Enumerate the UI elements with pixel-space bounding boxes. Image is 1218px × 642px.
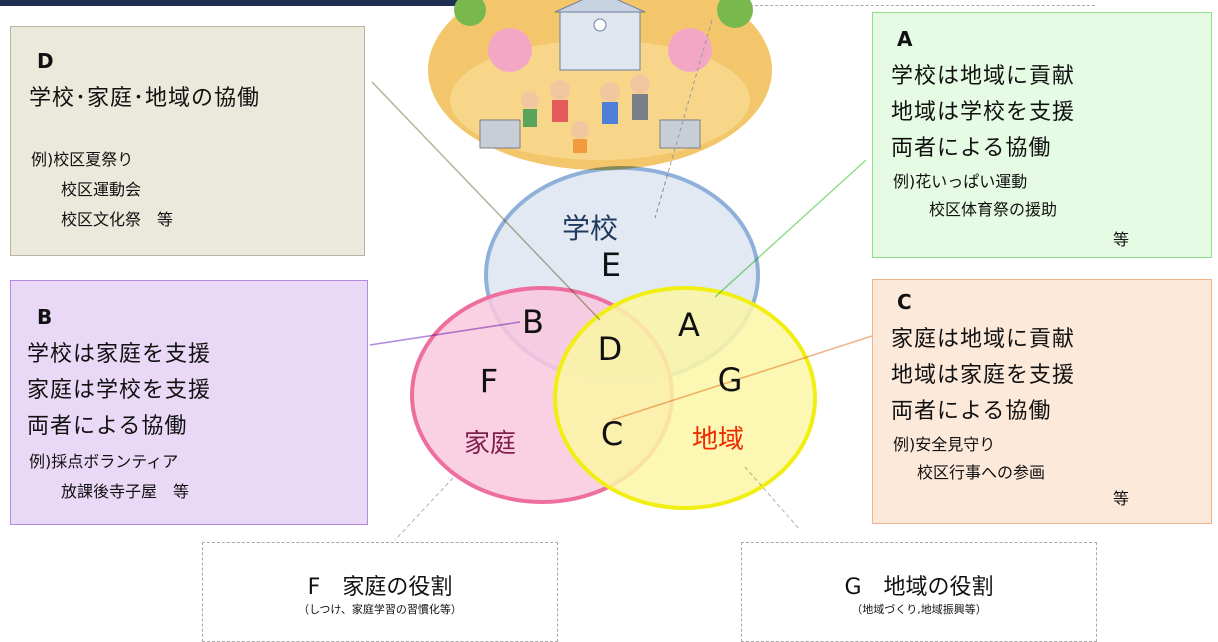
box-c-suffix: 等 — [1113, 489, 1130, 508]
box-a-suffix: 等 — [1113, 230, 1130, 249]
box-a-line-3: 両者による協働 — [891, 136, 1052, 161]
top-dashed-line — [735, 0, 1095, 6]
box-d-example-1: 例)校区夏祭り — [31, 150, 134, 169]
box-c-line-3: 両者による協働 — [891, 399, 1052, 424]
box-b-line-2: 家庭は学校を支援 — [27, 378, 212, 403]
connector-f — [394, 477, 454, 541]
top-banner-bar — [0, 0, 470, 6]
school-label: 学校 — [562, 212, 618, 245]
box-c-example-2: 校区行事への参画 — [917, 463, 1046, 482]
box-a-example-1: 例)花いっぱい運動 — [893, 172, 1028, 191]
region-c-label: C — [601, 415, 623, 453]
box-g: G 地域の役割 （地域づくり,地域振興等） — [741, 542, 1097, 642]
box-d: D 学校･家庭･地域の協働 例)校区夏祭り 校区運動会 校区文化祭 等 — [10, 26, 365, 256]
box-c: C 家庭は地域に貢献 地域は家庭を支援 両者による協働 例)安全見守り 校区行事… — [872, 279, 1212, 524]
box-a: A 学校は地域に貢献 地域は学校を支援 両者による協働 例)花いっぱい運動 校区… — [872, 12, 1212, 258]
region-a-label: A — [678, 306, 700, 344]
school-community-illustration — [428, 0, 772, 170]
box-f-title: F 家庭の役割 — [307, 575, 453, 600]
box-a-line-1: 学校は地域に貢献 — [891, 64, 1076, 89]
region-d-label: D — [598, 330, 623, 368]
region-g-label: G — [718, 361, 743, 399]
box-c-example-1: 例)安全見守り — [893, 435, 996, 454]
region-f-label: F — [480, 362, 498, 400]
box-b: B 学校は家庭を支援 家庭は学校を支援 両者による協働 例)採点ボランティア 放… — [10, 280, 368, 525]
box-c-line-2: 地域は家庭を支援 — [891, 363, 1076, 388]
community-label: 地域 — [692, 425, 744, 455]
box-d-letter: D — [37, 49, 54, 73]
box-g-title: G 地域の役割 — [844, 575, 994, 600]
region-e-label: E — [601, 246, 621, 284]
box-b-line-3: 両者による協働 — [27, 414, 188, 439]
box-b-letter: B — [37, 305, 53, 329]
box-a-letter: A — [897, 27, 913, 51]
community-circle — [553, 286, 817, 510]
box-b-example-2: 放課後寺子屋 等 — [61, 482, 190, 501]
home-label: 家庭 — [464, 429, 516, 459]
box-g-subtitle: （地域づくり,地域振興等） — [851, 603, 987, 616]
box-d-example-3: 校区文化祭 等 — [61, 210, 174, 229]
box-f-subtitle: （しつけ、家庭学習の習慣化等） — [298, 603, 462, 616]
box-c-line-1: 家庭は地域に貢献 — [891, 327, 1076, 352]
box-d-example-2: 校区運動会 — [61, 180, 142, 199]
box-b-example-1: 例)採点ボランティア — [29, 452, 179, 471]
region-b-label: B — [522, 303, 544, 341]
box-d-title: 学校･家庭･地域の協働 — [29, 86, 261, 111]
box-c-letter: C — [897, 290, 912, 314]
box-a-line-2: 地域は学校を支援 — [891, 100, 1076, 125]
box-b-line-1: 学校は家庭を支援 — [27, 342, 212, 367]
box-a-example-2: 校区体育祭の援助 — [929, 200, 1058, 219]
